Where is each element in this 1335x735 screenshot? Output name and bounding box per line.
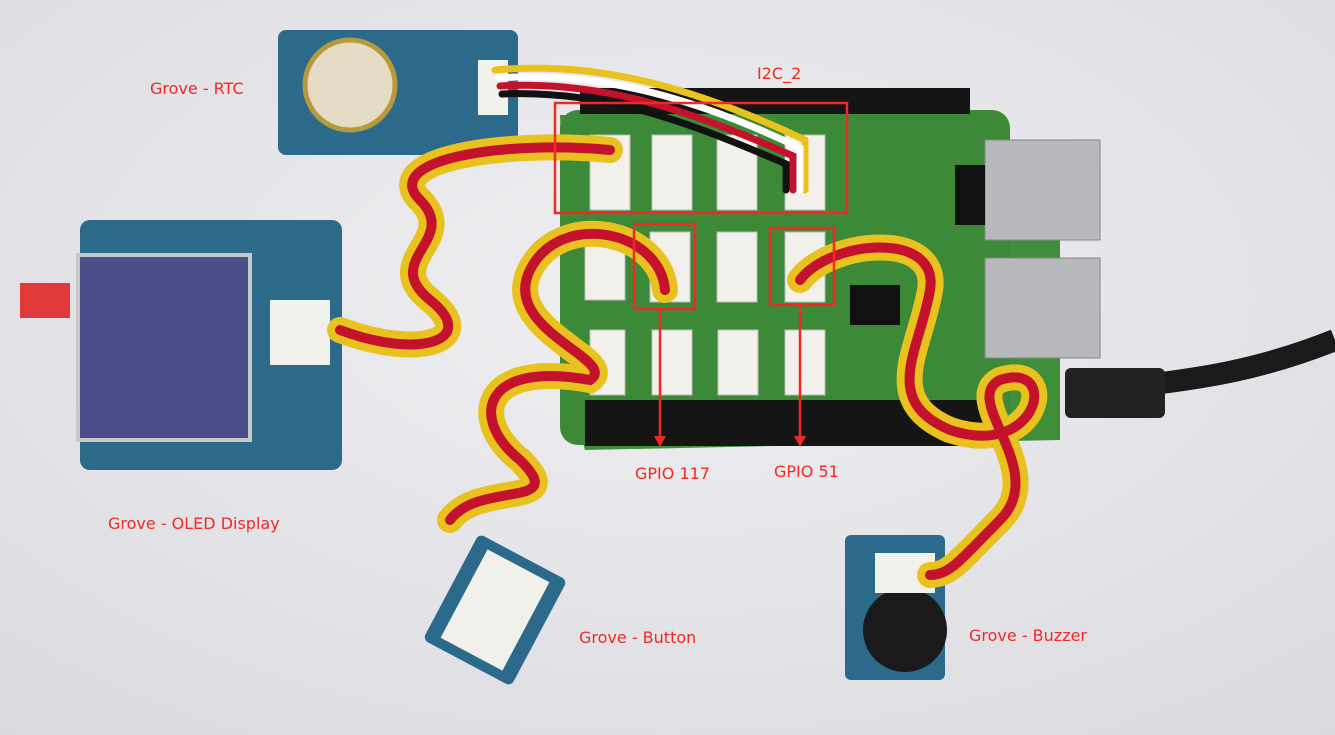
label-oled: Grove - OLED Display bbox=[108, 514, 280, 533]
grove-rtc-module bbox=[278, 30, 518, 155]
gpio51-highlight-box bbox=[768, 226, 836, 307]
arrow-head-icon bbox=[794, 436, 806, 447]
label-gpio51: GPIO 51 bbox=[774, 462, 839, 481]
usb-port bbox=[984, 257, 1101, 359]
grove-button-module bbox=[424, 535, 566, 685]
label-i2c: I2C_2 bbox=[757, 64, 802, 83]
label-button: Grove - Button bbox=[579, 628, 697, 647]
gpio117-highlight-box bbox=[632, 222, 697, 311]
arrow-head-icon bbox=[654, 436, 666, 447]
label-rtc: Grove - RTC bbox=[150, 79, 244, 98]
annotations bbox=[553, 101, 849, 438]
label-gpio117: GPIO 117 bbox=[635, 464, 710, 483]
label-buzzer: Grove - Buzzer bbox=[969, 626, 1088, 645]
usb-plug bbox=[1065, 368, 1165, 418]
grove-buzzer-module bbox=[845, 535, 947, 680]
usb-port bbox=[984, 139, 1101, 241]
grove-cables bbox=[327, 64, 1048, 588]
grove-oled-module bbox=[20, 220, 342, 470]
i2c-highlight-box bbox=[553, 101, 849, 215]
